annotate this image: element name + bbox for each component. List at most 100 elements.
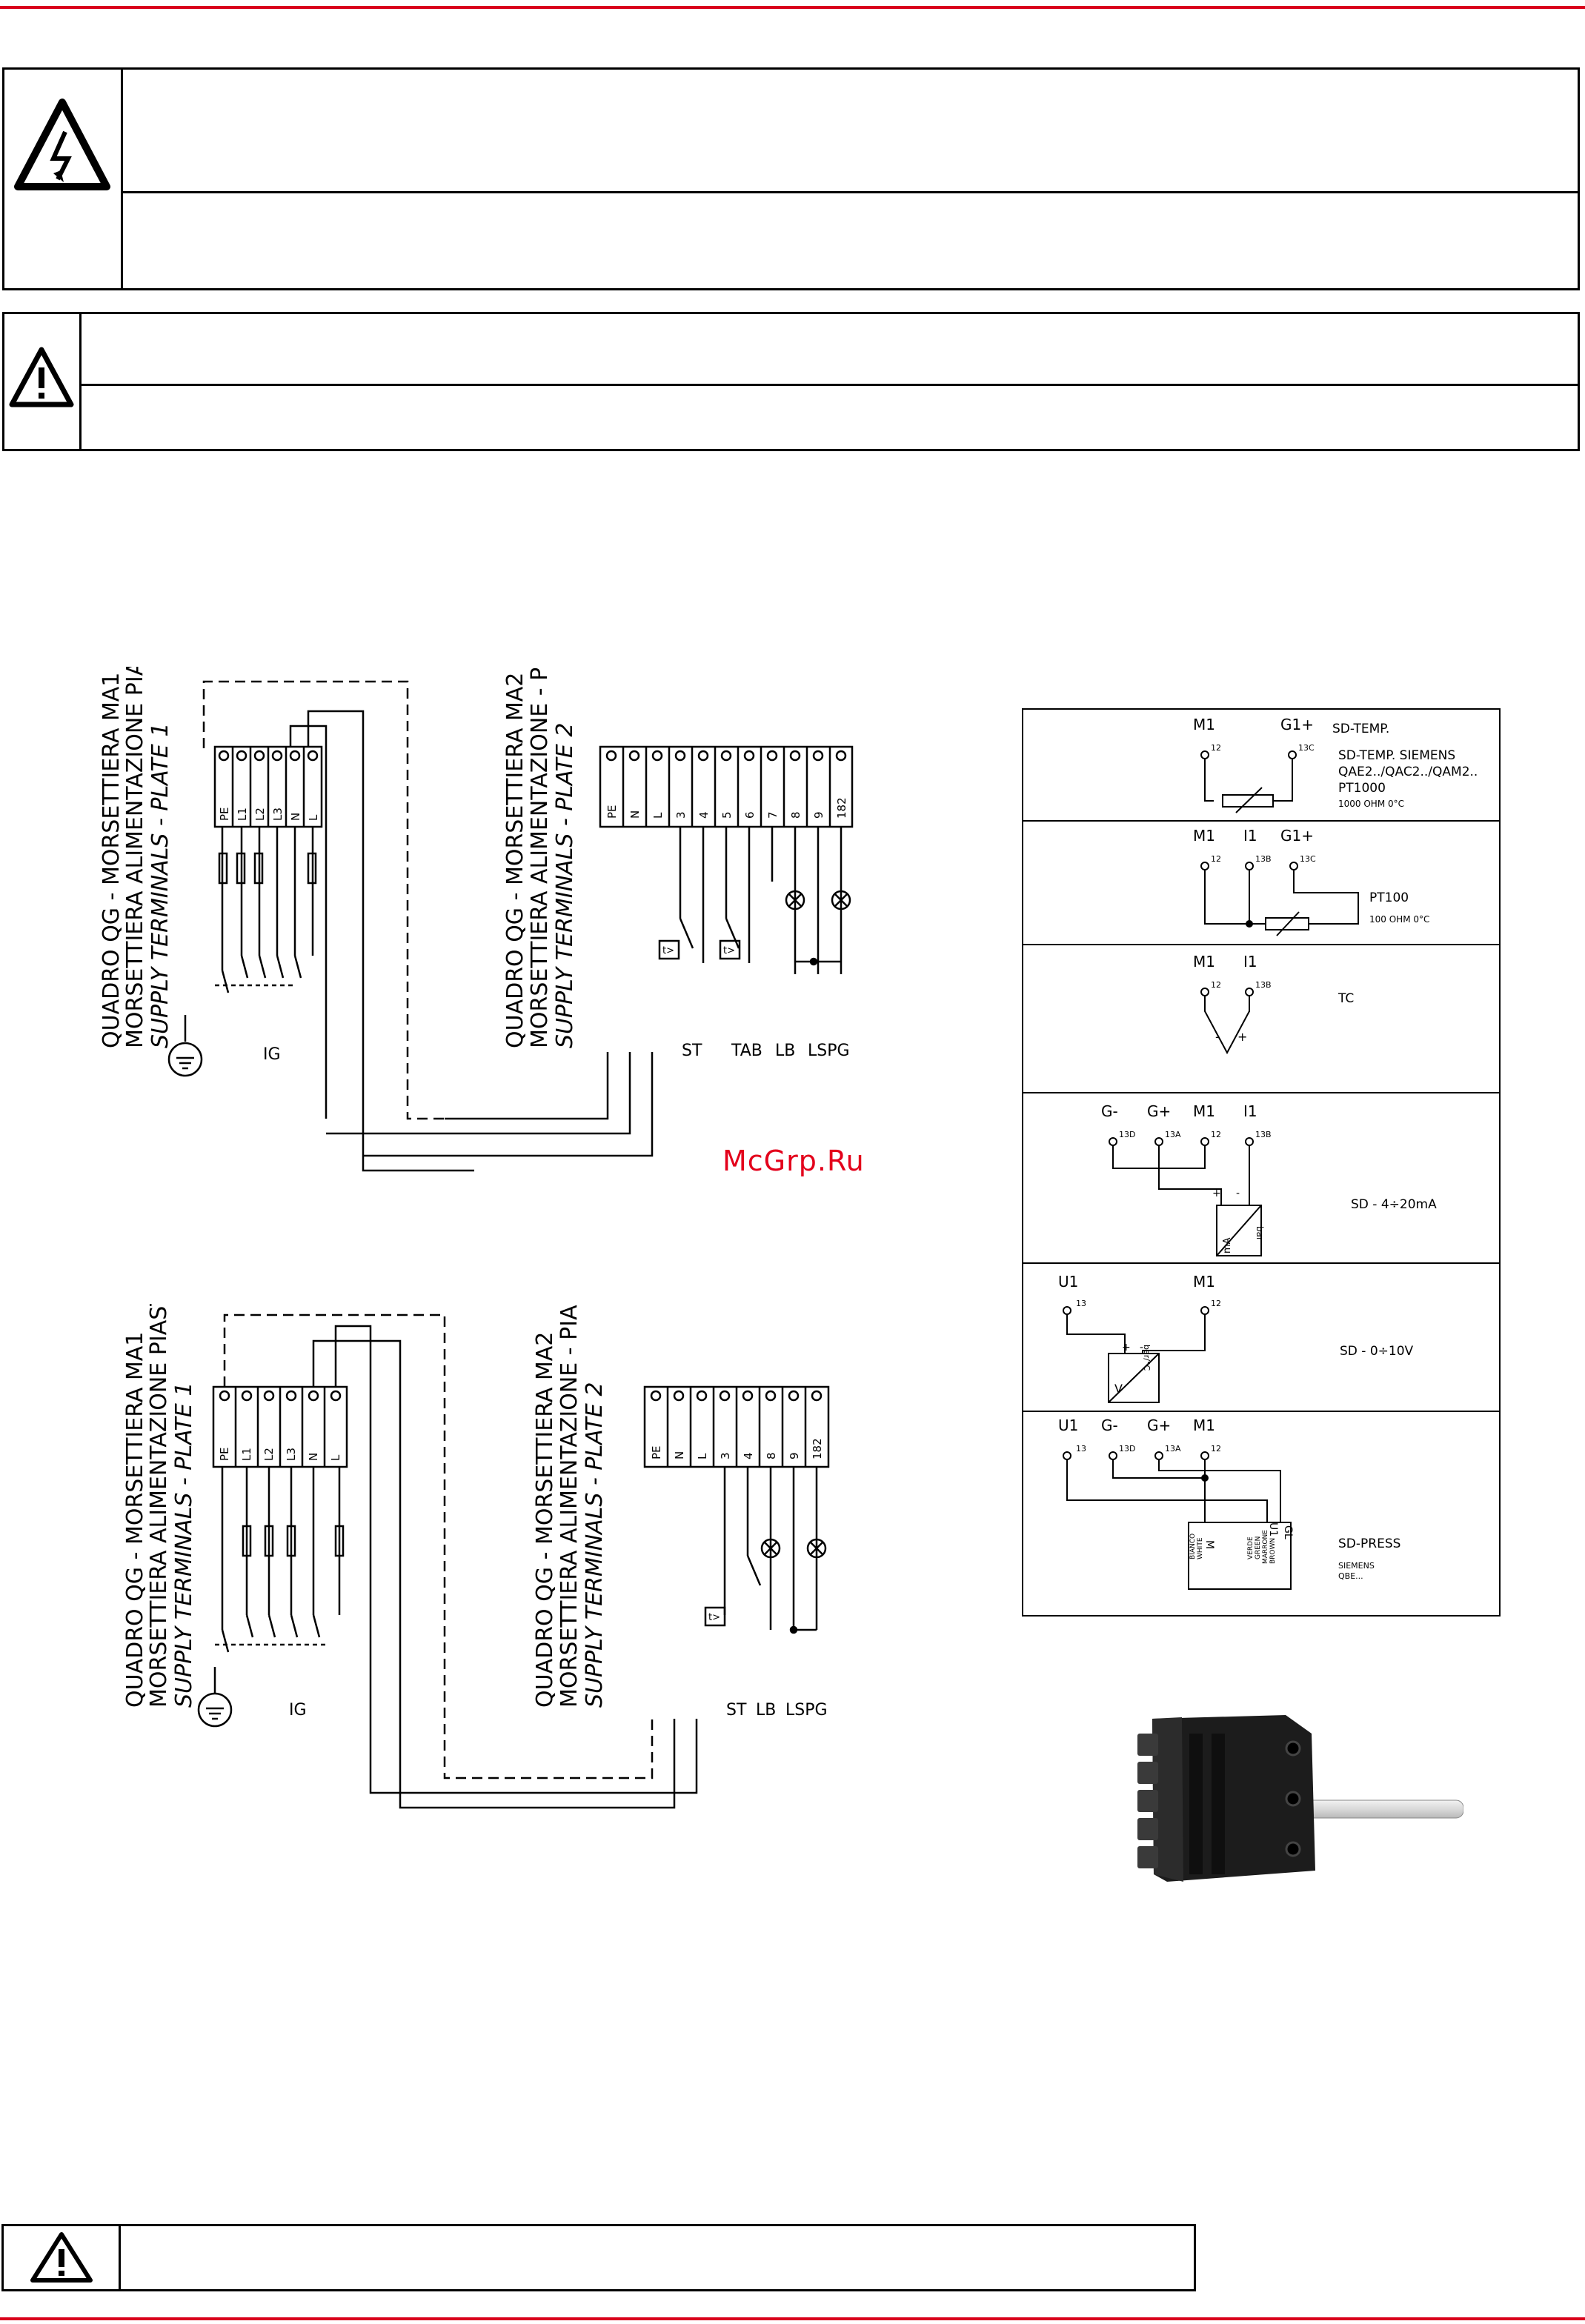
r1-n12: 12 [1211, 743, 1221, 753]
st-thermostat [658, 939, 680, 960]
sensor-row-4-20ma: G- G+ M1 I1 13D 13A 12 13B SD - 4÷20mA +… [1101, 1102, 1437, 1256]
b-plate1-terminal-L: L [329, 1454, 342, 1461]
b-plate1-terminal-L1: L1 [240, 1448, 253, 1461]
lspg-lamp [831, 890, 851, 910]
bottom-red-rule [0, 2317, 1585, 2320]
r6-c2a: VERDE [1247, 1536, 1255, 1559]
plate1-terminal-dividers [231, 747, 305, 827]
electric-warning-box [2, 67, 1580, 290]
r3-plus: + [1237, 1030, 1247, 1044]
r1-g1p: G1+ [1280, 716, 1314, 733]
b-plate2-terminal-PE: PE [650, 1445, 663, 1459]
plate1-terminal-L1: L1 [236, 808, 249, 821]
b-plate1-terminal-L2: L2 [262, 1448, 276, 1461]
r2-i1: I1 [1243, 827, 1257, 845]
watermark: McGrp.Ru [722, 1145, 865, 1177]
plate2-title-top: QUADRO QG - MORSETTIERA MA2 MORSETTIERA … [502, 667, 578, 1048]
plate1-title-line3: SUPPLY TERMINALS - PLATE 1 [147, 723, 173, 1048]
r3-m1: M1 [1193, 953, 1215, 970]
main-switch-contacts [221, 955, 302, 993]
sensor-row-pt1000: M1 G1+ 12 13C SD-TEMP. SD-TEMP. SIEMENS … [1193, 716, 1478, 813]
r5-box-b: bar/°C [1142, 1345, 1152, 1371]
r3-minus: - [1215, 1030, 1220, 1044]
plate2-terminal-182: 182 [835, 797, 848, 819]
r5-n13: 13 [1076, 1299, 1086, 1308]
b-plate1-title-line2: MORSETTIERA ALIMENTAZIONE PIASTRA 1 [146, 1304, 172, 1708]
caution-warning-divider [79, 312, 82, 451]
earth-symbol [167, 1015, 203, 1077]
plate1-terminal-L: L [307, 814, 320, 821]
sensor-row-tc: M1 I1 12 13B TC - + [1193, 953, 1354, 1055]
r6-pin-u1: U1 [1267, 1522, 1279, 1536]
bottom-warning-divider [119, 2224, 121, 2291]
plate2-terminal-6: 6 [743, 811, 757, 819]
caution-icon [9, 347, 74, 407]
r4-gp: G+ [1147, 1102, 1171, 1120]
r6-pin-gl: GL [1282, 1525, 1294, 1539]
r6-gp: G+ [1147, 1416, 1171, 1434]
plate1-screws [218, 750, 319, 762]
plate1-terminal-PE: PE [218, 807, 231, 821]
wiring-diagram-top: QUADRO QG - MORSETTIERA MA1 MORSETTIERA … [99, 667, 854, 1172]
r1-desc3: PT1000 [1338, 781, 1386, 796]
sensor-wiring-table: M1 G1+ 12 13C SD-TEMP. SD-TEMP. SIEMENS … [1022, 708, 1501, 1617]
b-plate1-terminal-N: N [307, 1453, 320, 1461]
plate2-terminal-N: N [628, 810, 642, 819]
r1-n13c: 13C [1298, 743, 1315, 753]
plate1-title-line1: QUADRO QG - MORSETTIERA MA1 [99, 673, 124, 1048]
tab-t-label: t> [723, 945, 735, 956]
r4-n13d: 13D [1119, 1130, 1135, 1139]
b-plate2-terminal-L: L [696, 1453, 709, 1459]
r2-desc1: PT100 [1369, 890, 1409, 905]
r6-c1a: BIANCO [1189, 1534, 1197, 1559]
b-label-lb: LB [756, 1701, 776, 1719]
r6-c1b: WHITE [1197, 1537, 1204, 1559]
plate2-terminal-4: 4 [697, 811, 711, 819]
b-plate2-title-line2: MORSETTIERA ALIMENTAZIONE - PIASTRA 2 [556, 1304, 582, 1708]
plate1-title-top: QUADRO QG - MORSETTIERA MA1 MORSETTIERA … [99, 667, 173, 1048]
r6-n13d: 13D [1119, 1444, 1135, 1454]
r5-plus: + [1122, 1342, 1131, 1354]
r5-minus: - [1140, 1342, 1143, 1354]
caution-warning-row-divider [79, 384, 1580, 386]
b-plate1-terminal-PE: PE [218, 1447, 231, 1461]
r1-desc2: QAE2../QAC2../QAM2.. [1338, 765, 1478, 779]
plate2-terminal-L: L [651, 812, 665, 819]
r4-minus: - [1236, 1188, 1240, 1199]
plate2-terminal-3: 3 [674, 811, 688, 819]
r6-n13a: 13A [1165, 1444, 1181, 1454]
r4-title: SD - 4÷20mA [1351, 1197, 1437, 1212]
label-tab-top: TAB [731, 1042, 762, 1060]
b-plate2-terminal-3: 3 [719, 1452, 732, 1459]
plate1-terminal-L3: L3 [271, 808, 285, 821]
plate2-terminal-PE: PE [605, 805, 619, 819]
wiring-diagram-bottom: QUADRO QG - MORSETTIERA MA1 MORSETTIERA … [122, 1304, 830, 1809]
r5-box-a: V [1114, 1382, 1123, 1396]
plate2-screws [605, 750, 847, 762]
r2-n13b: 13B [1255, 854, 1272, 864]
r1-m1: M1 [1193, 716, 1215, 733]
st-t-label: t> [662, 945, 674, 956]
r6-pin-m: M [1203, 1540, 1215, 1549]
b-plate2-terminal-4: 4 [742, 1452, 755, 1459]
sensor-row-0-10v: U1 M1 13 12 SD - 0÷10V + - V bar/°C [1058, 1273, 1414, 1403]
electric-warning-divider [121, 67, 123, 290]
r5-title: SD - 0÷10V [1340, 1344, 1414, 1359]
r3-i1: I1 [1243, 953, 1257, 970]
bottom-warning-box [1, 2224, 1196, 2291]
plate2-terminal-8: 8 [789, 811, 803, 819]
b-plate1-terminal-L3: L3 [285, 1448, 298, 1461]
electric-warning-row-divider [121, 191, 1580, 193]
plate2-title-line3: SUPPLY TERMINALS - PLATE 2 [552, 723, 578, 1048]
r2-desc2: 100 OHM 0°C [1369, 914, 1429, 925]
label-lb-top: LB [775, 1042, 795, 1060]
r2-g1p: G1+ [1280, 827, 1314, 845]
r5-m1: M1 [1193, 1273, 1215, 1291]
r6-c3b: BROWN [1269, 1538, 1277, 1564]
plate1-terminal-L2: L2 [253, 808, 267, 821]
b-st-t-label: t> [708, 1612, 720, 1623]
r6-n12: 12 [1211, 1444, 1221, 1454]
r4-m1: M1 [1193, 1102, 1215, 1120]
plate1-title-line2: MORSETTIERA ALIMENTAZIONE PIASTRA 1 [122, 667, 148, 1048]
r5-u1: U1 [1058, 1273, 1078, 1291]
